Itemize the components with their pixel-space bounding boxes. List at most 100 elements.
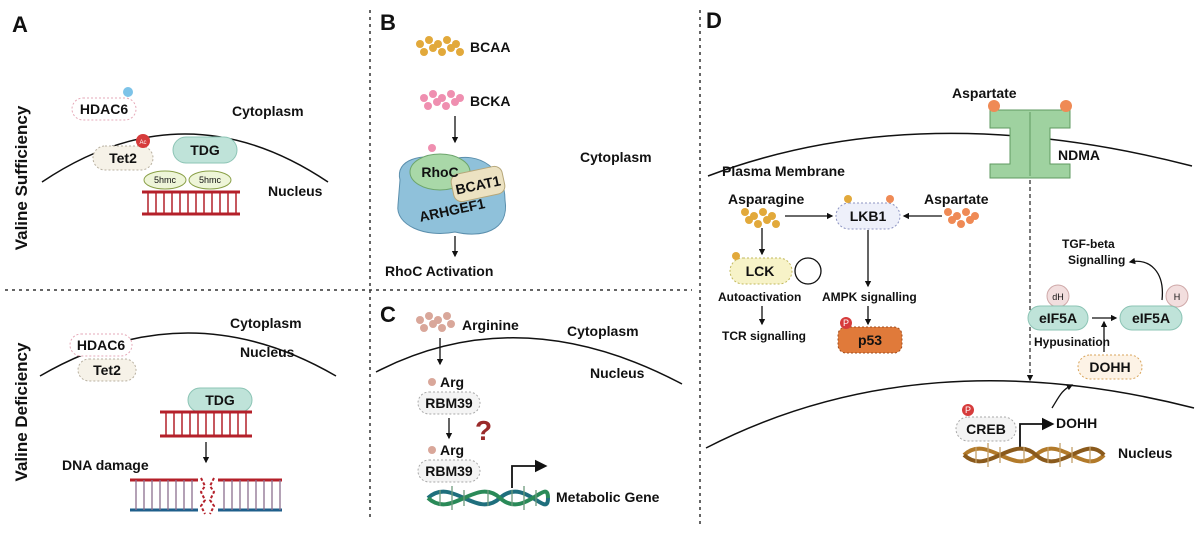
rhoc-activation-label: RhoC Activation: [385, 263, 493, 279]
question-mark: ?: [475, 415, 492, 446]
nuclear-envelope-a1: [41, 133, 329, 183]
lck-box: [729, 257, 793, 285]
arg-label-1: Arg: [440, 374, 464, 390]
creb-phospho-label: P: [965, 405, 971, 415]
dohh-box: [1077, 354, 1143, 380]
receptor-channel-icon: [988, 100, 1072, 179]
arginine-molecule-icon: [416, 312, 455, 332]
arrow-to-tgf: [1128, 257, 1164, 301]
lkb1-dot-left: [844, 195, 852, 203]
bcaa-label: BCAA: [470, 39, 510, 55]
creb-label: CREB: [966, 421, 1006, 437]
dna-damage-label: DNA damage: [62, 457, 149, 473]
arrow-gene-to-dohh: [1051, 384, 1074, 409]
tdg-label-a2: TDG: [205, 392, 235, 408]
5hmc-mark-1: [143, 170, 187, 190]
cytoplasm-label-a1: Cytoplasm: [232, 103, 304, 119]
lck-label: LCK: [746, 263, 775, 279]
nucleus-label-a2: Nucleus: [240, 344, 295, 360]
arg-label-2: Arg: [440, 442, 464, 458]
bcaa-molecule-icon: [416, 36, 464, 56]
autoactivation-label: Autoactivation: [718, 290, 801, 304]
aspartate-molecule-icon: [944, 208, 979, 228]
panel-d: Aspartate NDMA Plasma Membrane Asparagin…: [705, 85, 1195, 467]
nuclear-envelope-d: [705, 380, 1195, 449]
gene-promoter-arrow-icon: [1019, 417, 1055, 448]
acetyl-mark-icon: [136, 134, 150, 148]
nucleus-label-d: Nucleus: [1118, 445, 1173, 461]
nuclear-envelope-c: [375, 337, 683, 385]
5hmc-label-2: 5hmc: [199, 175, 222, 185]
tdg-box-a1: [172, 136, 238, 164]
nucleus-label-c: Nucleus: [590, 365, 645, 381]
panel-b: BCAA BCKA Cytoplasm RhoC BCAT1 ARHGEF1 R…: [385, 36, 652, 279]
asparagine-label: Asparagine: [728, 191, 804, 207]
rbm39-box-1: [417, 391, 481, 415]
dh-label: dH: [1052, 292, 1064, 302]
cytoplasm-label-c: Cytoplasm: [567, 323, 639, 339]
dohh-gene-label: DOHH: [1056, 415, 1097, 431]
nuclear-envelope-a2: [39, 332, 337, 377]
aspartate-right-label: Aspartate: [924, 191, 989, 207]
hdac6-label-a2: HDAC6: [77, 337, 125, 353]
tdg-label-a1: TDG: [190, 142, 220, 158]
rbm39-box-2: [417, 459, 481, 483]
p53-phospho-label: P: [843, 318, 849, 328]
eif5a-right-box: [1119, 305, 1183, 331]
cytoplasm-label-b: Cytoplasm: [580, 149, 652, 165]
helix-dna-icon: [426, 486, 550, 510]
5hmc-label-1: 5hmc: [154, 175, 177, 185]
dna-ladder-icon: [142, 190, 240, 216]
arg-dot-1: [428, 378, 436, 386]
arg-dot-2: [428, 446, 436, 454]
panel-letter-d: D: [706, 8, 722, 33]
p53-box: [837, 326, 903, 354]
asparagine-molecule-icon: [741, 208, 780, 228]
ampk-label: AMPK signalling: [822, 290, 917, 304]
gene-promoter-arrow-icon: [511, 459, 548, 488]
h-label: H: [1174, 292, 1181, 302]
panel-letter-b: B: [380, 10, 396, 35]
dohh-box-label: DOHH: [1089, 359, 1130, 375]
acetyl-dot-icon: [123, 87, 133, 97]
panel-letter-c: C: [380, 302, 396, 327]
metabolic-gene-label: Metabolic Gene: [556, 489, 660, 505]
plasma-membrane-label: Plasma Membrane: [722, 163, 845, 179]
hypusination-label: Hypusination: [1034, 335, 1110, 349]
tet2-label-a1: Tet2: [109, 150, 137, 166]
cytoplasm-label-a2: Cytoplasm: [230, 315, 302, 331]
tcr-label: TCR signalling: [722, 329, 806, 343]
ac-label: Ac: [139, 140, 146, 146]
lkb1-dot-right: [886, 195, 894, 203]
bcka-label: BCKA: [470, 93, 510, 109]
tet2-box-a1: [92, 145, 154, 171]
tet2-box-a2: [77, 358, 137, 382]
eif5a-left-label: eIF5A: [1039, 310, 1077, 326]
panel-a-bottom: Cytoplasm HDAC6 Nucleus Tet2 TDG DNA dam…: [39, 315, 337, 515]
creb-phospho-icon: [962, 404, 974, 416]
hdac6-box-a2: [69, 333, 133, 357]
nucleus-label-a1: Nucleus: [268, 183, 323, 199]
tgf-label-line1: TGF-beta: [1062, 237, 1115, 251]
eif5a-right-label: eIF5A: [1132, 310, 1170, 326]
tet2-label-a2: Tet2: [93, 362, 121, 378]
side-label-deficiency: Valine Deficiency: [12, 342, 31, 481]
creb-box: [955, 416, 1017, 442]
tgf-label-line2: Signalling: [1068, 253, 1125, 267]
rhoc-complex-icon: [397, 144, 506, 235]
panel-a-top: HDAC6 Cytoplasm Tet2 Ac TDG 5hmc 5hmc Nu…: [41, 87, 329, 216]
eif5a-left-box: [1027, 305, 1089, 331]
rbm39-label-2: RBM39: [425, 463, 473, 479]
panel-c: Arginine Cytoplasm Nucleus Arg RBM39 ? A…: [375, 312, 683, 510]
lkb1-box: [835, 202, 901, 230]
ndma-label: NDMA: [1058, 147, 1100, 163]
broken-dna-icon: [130, 477, 282, 515]
rbm39-label-1: RBM39: [425, 395, 473, 411]
dna-ladder-icon: [160, 410, 252, 438]
lck-dot: [732, 252, 740, 260]
panel-letter-a: A: [12, 12, 28, 37]
h-circle: [1165, 284, 1189, 308]
plasma-membrane-line: [707, 132, 1193, 177]
arginine-label: Arginine: [462, 317, 519, 333]
